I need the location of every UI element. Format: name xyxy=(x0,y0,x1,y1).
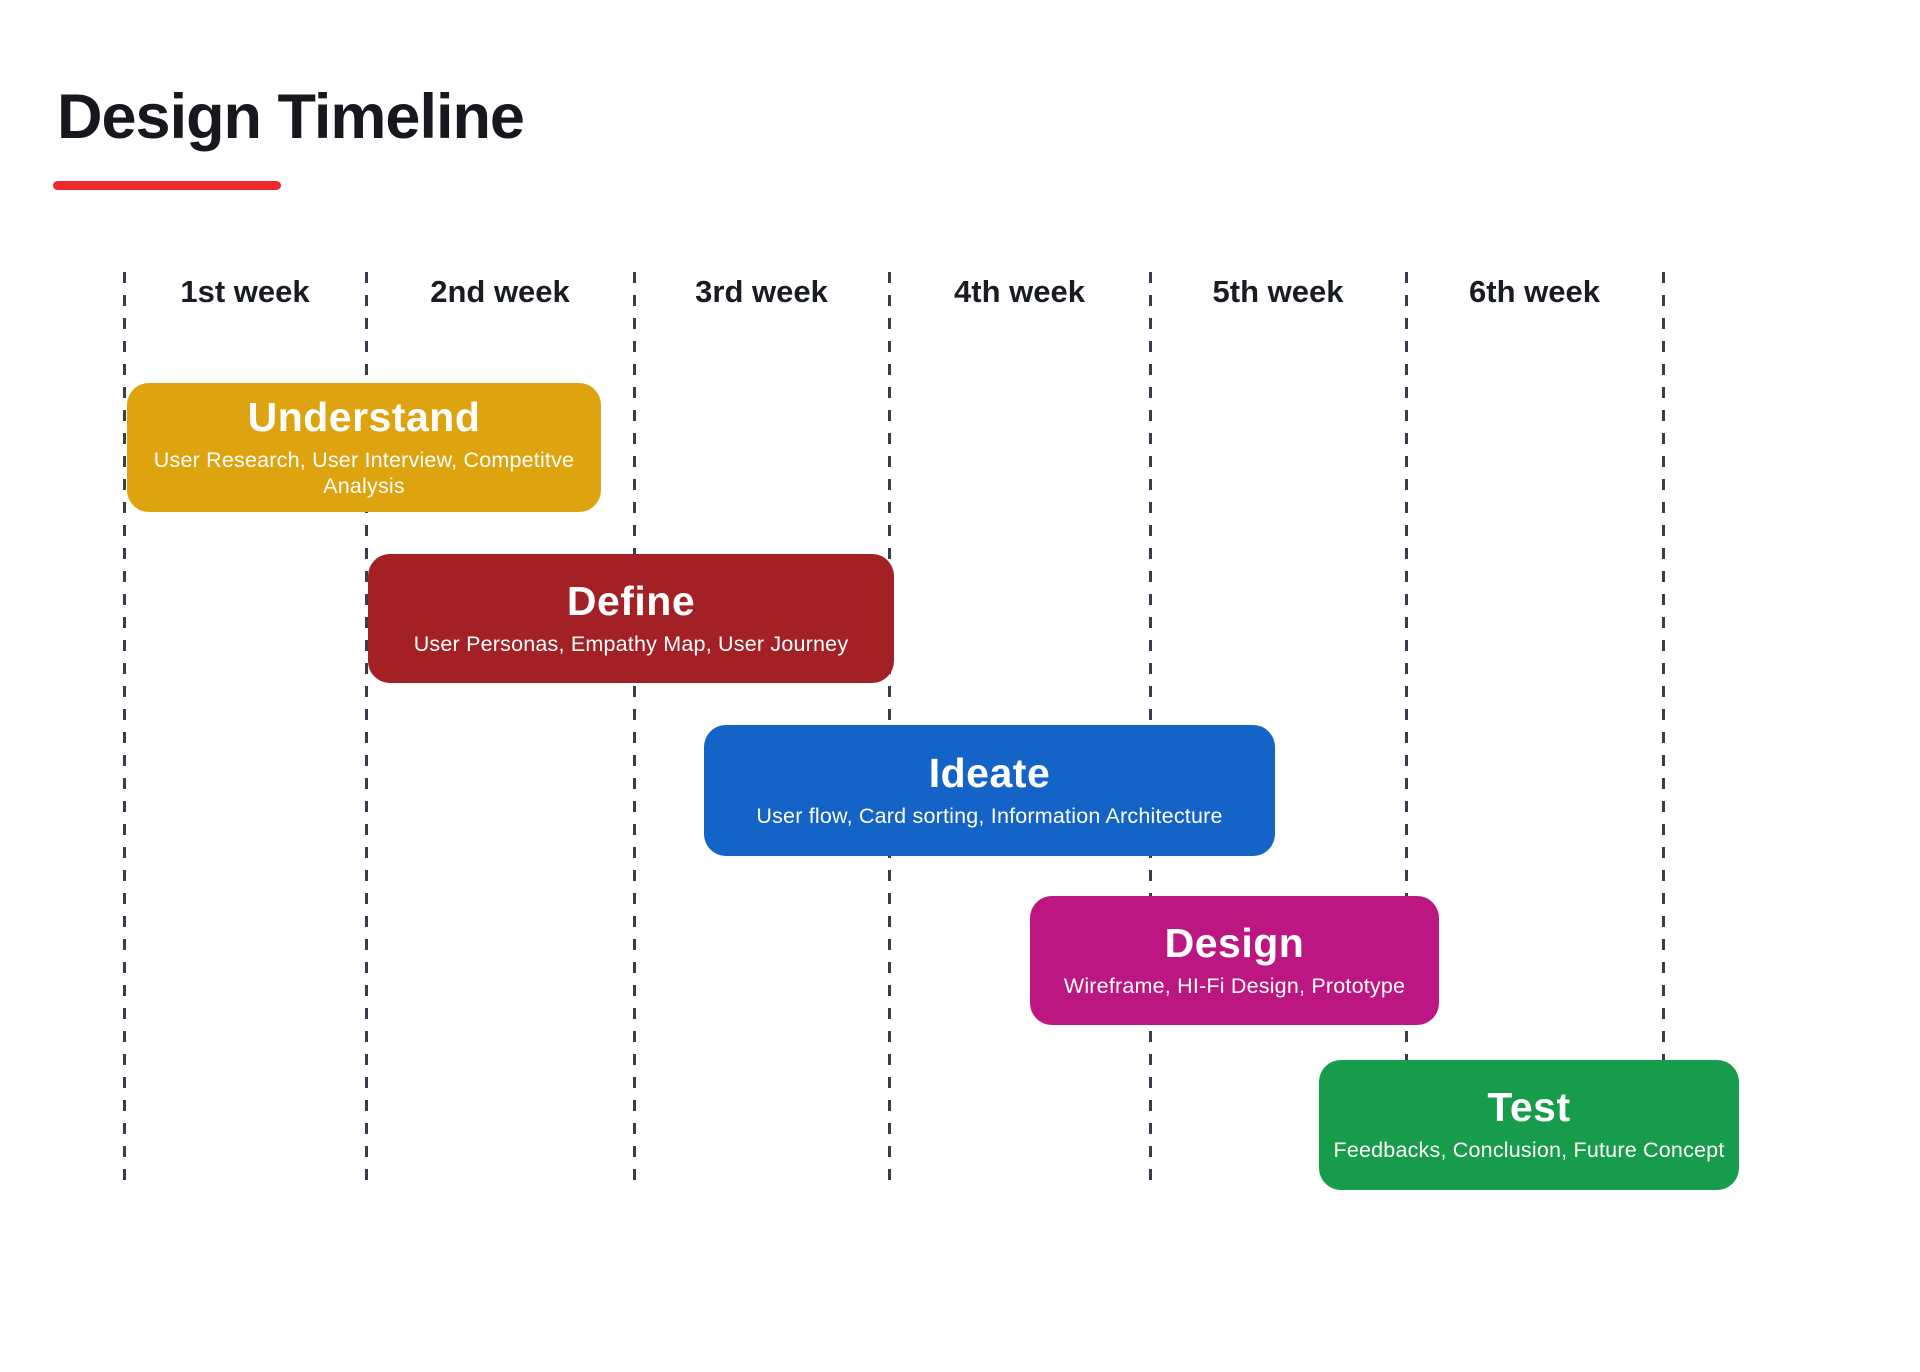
phase-title: Test xyxy=(1487,1084,1571,1131)
week-label-5: 5th week xyxy=(1212,274,1344,309)
grid-line xyxy=(123,272,126,1190)
phase-title: Understand xyxy=(247,393,481,440)
week-label-6: 6th week xyxy=(1469,274,1600,309)
grid-line xyxy=(1405,272,1408,1190)
week-label-1: 1st week xyxy=(180,274,310,309)
week-label-3: 3rd week xyxy=(695,274,828,309)
phase-title: Ideate xyxy=(928,749,1051,796)
page-title: Design Timeline xyxy=(57,82,525,152)
phase-details: Feedbacks, Conclusion, Future Concept xyxy=(1333,1138,1725,1163)
phase-title: Define xyxy=(566,577,696,624)
phase-details: User Personas, Empathy Map, User Journey xyxy=(413,631,849,656)
phase-title: Design xyxy=(1164,919,1305,966)
phase-details: Wireframe, HI-Fi Design, Prototype xyxy=(1063,973,1406,998)
phase-details: User flow, Card sorting, Information Arc… xyxy=(756,803,1223,828)
phase-details: User Research, User Interview, Competitv… xyxy=(153,447,575,498)
week-label-4: 4th week xyxy=(954,274,1085,309)
grid-line xyxy=(365,272,368,1190)
grid-line xyxy=(633,272,636,1190)
grid-line xyxy=(1662,272,1665,1190)
title-underline xyxy=(53,181,281,190)
week-label-2: 2nd week xyxy=(430,274,570,309)
